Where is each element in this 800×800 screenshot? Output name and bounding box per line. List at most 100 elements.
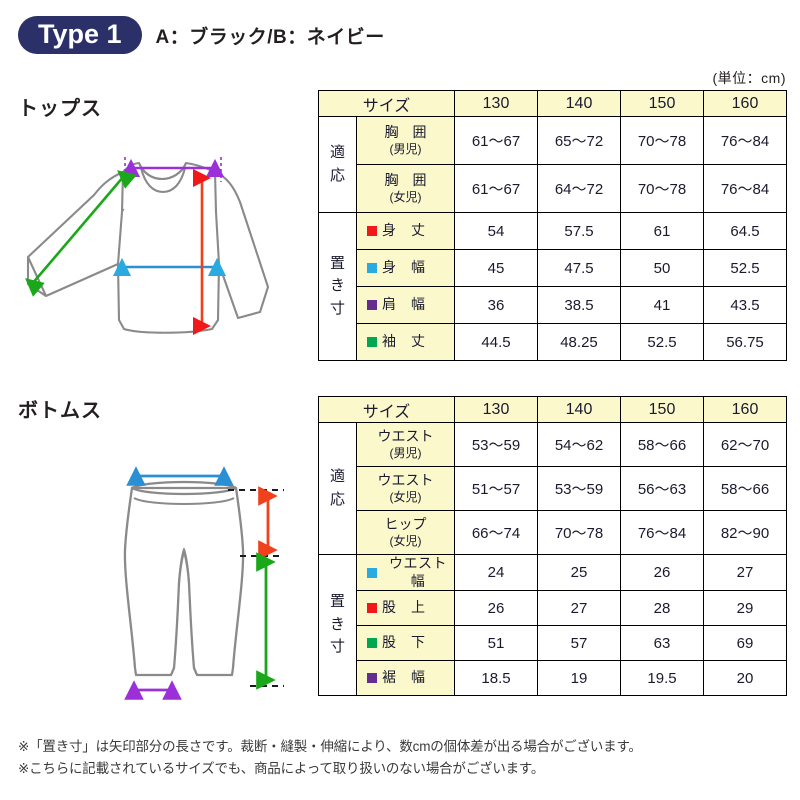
measure-label-text: ウエスト bbox=[377, 428, 434, 445]
value-cell-130: 26 bbox=[454, 590, 538, 626]
measure-label-text: 身 丈 bbox=[382, 222, 426, 239]
measurement-guide-lines bbox=[228, 489, 284, 687]
bottoms-group-flat-measure: 置き寸 bbox=[318, 554, 357, 696]
value-cell-130: 61〜67 bbox=[454, 116, 538, 165]
measure-label-sub: (男児) bbox=[389, 141, 422, 156]
value-cell-140: 70〜78 bbox=[537, 510, 621, 555]
section-title-bottoms: ボトムス bbox=[18, 400, 102, 422]
tops-illustration bbox=[6, 112, 306, 387]
blue-swatch-icon bbox=[367, 567, 377, 578]
measure-label-text: 袖 丈 bbox=[382, 333, 426, 350]
purple-swatch-icon bbox=[367, 673, 377, 683]
bottoms-illustration bbox=[6, 418, 306, 723]
tops-size-col-160: 160 bbox=[703, 90, 787, 117]
measure-label-text: ヒップ bbox=[384, 516, 427, 533]
green-swatch-icon bbox=[367, 337, 377, 347]
measure-label-cell: 胸 囲(女児) bbox=[356, 164, 455, 213]
footer-note-1: ※「置き寸」は矢印部分の長さです。裁断・縫製・伸縮により、数cmの個体差が出る場… bbox=[18, 739, 642, 754]
tops-size-header-cell: サイズ bbox=[318, 90, 455, 117]
purple-swatch-icon bbox=[367, 300, 377, 310]
measure-label-sub: (女児) bbox=[389, 533, 422, 548]
value-cell-150: 56〜63 bbox=[620, 466, 704, 511]
footer-note-2: ※こちらに記載されているサイズでも、商品によって取り扱いのない場合がございます。 bbox=[18, 761, 545, 777]
value-cell-150: 70〜78 bbox=[620, 116, 704, 165]
bottoms-size-col-130: 130 bbox=[454, 396, 538, 423]
type-badge: Type 1 bbox=[18, 16, 142, 55]
value-cell-140: 64〜72 bbox=[537, 164, 621, 213]
value-cell-160: 29 bbox=[703, 590, 787, 626]
value-cell-140: 38.5 bbox=[537, 286, 621, 324]
value-cell-150: 19.5 bbox=[620, 660, 704, 696]
value-cell-140: 54〜62 bbox=[537, 422, 621, 467]
pants-outline bbox=[123, 480, 245, 677]
value-cell-160: 20 bbox=[703, 660, 787, 696]
value-cell-140: 47.5 bbox=[537, 249, 621, 287]
tops-group-fit: 適応 bbox=[318, 116, 357, 213]
value-cell-130: 36 bbox=[454, 286, 538, 324]
measure-label-cell: ウエスト幅 bbox=[356, 554, 455, 591]
value-cell-160: 62〜70 bbox=[703, 422, 787, 467]
value-cell-140: 27 bbox=[537, 590, 621, 626]
measure-label-cell: 袖 丈 bbox=[356, 323, 455, 361]
measure-label-cell: ヒップ(女児) bbox=[356, 510, 455, 555]
page-header: Type 1 A：ブラック/B：ネイビー bbox=[18, 16, 385, 55]
value-cell-160: 69 bbox=[703, 625, 787, 661]
tops-size-col-150: 150 bbox=[620, 90, 704, 117]
value-cell-130: 66〜74 bbox=[454, 510, 538, 555]
measure-label-cell: 身 幅 bbox=[356, 249, 455, 287]
bottoms-group-fit: 適応 bbox=[318, 422, 357, 555]
measure-label-text: 身 幅 bbox=[382, 259, 426, 276]
tops-size-col-130: 130 bbox=[454, 90, 538, 117]
value-cell-150: 61 bbox=[620, 212, 704, 250]
color-variant-note: A：ブラック/B：ネイビー bbox=[155, 26, 385, 48]
measure-label-text: ウエスト bbox=[377, 472, 434, 489]
value-cell-140: 25 bbox=[537, 554, 621, 591]
value-cell-150: 52.5 bbox=[620, 323, 704, 361]
bottoms-size-col-160: 160 bbox=[703, 396, 787, 423]
value-cell-130: 54 bbox=[454, 212, 538, 250]
measure-label-cell: ウエスト(女児) bbox=[356, 466, 455, 511]
unit-note: (単位：cm) bbox=[712, 70, 786, 86]
footer-notes: ※「置き寸」は矢印部分の長さです。裁断・縫製・伸縮により、数cmの個体差が出る場… bbox=[18, 736, 642, 781]
value-cell-130: 45 bbox=[454, 249, 538, 287]
value-cell-150: 41 bbox=[620, 286, 704, 324]
value-cell-140: 65〜72 bbox=[537, 116, 621, 165]
value-cell-150: 50 bbox=[620, 249, 704, 287]
value-cell-140: 57 bbox=[537, 625, 621, 661]
bottoms-size-header-cell: サイズ bbox=[318, 396, 455, 423]
value-cell-130: 24 bbox=[454, 554, 538, 591]
measure-label-sub: (女児) bbox=[389, 189, 422, 204]
value-cell-150: 63 bbox=[620, 625, 704, 661]
measure-label-cell: 胸 囲(男児) bbox=[356, 116, 455, 165]
value-cell-160: 56.75 bbox=[703, 323, 787, 361]
value-cell-160: 43.5 bbox=[703, 286, 787, 324]
measure-label-cell: 肩 幅 bbox=[356, 286, 455, 324]
tops-group-flat-measure: 置き寸 bbox=[318, 212, 357, 361]
value-cell-160: 76〜84 bbox=[703, 164, 787, 213]
value-cell-140: 19 bbox=[537, 660, 621, 696]
measure-label-text: 股 下 bbox=[382, 634, 426, 651]
value-cell-140: 53〜59 bbox=[537, 466, 621, 511]
tops-size-col-140: 140 bbox=[537, 90, 621, 117]
value-cell-150: 70〜78 bbox=[620, 164, 704, 213]
measure-label-text: 胸 囲 bbox=[384, 124, 427, 141]
value-cell-150: 58〜66 bbox=[620, 422, 704, 467]
measure-label-cell: 身 丈 bbox=[356, 212, 455, 250]
value-cell-160: 82〜90 bbox=[703, 510, 787, 555]
value-cell-160: 27 bbox=[703, 554, 787, 591]
value-cell-160: 58〜66 bbox=[703, 466, 787, 511]
